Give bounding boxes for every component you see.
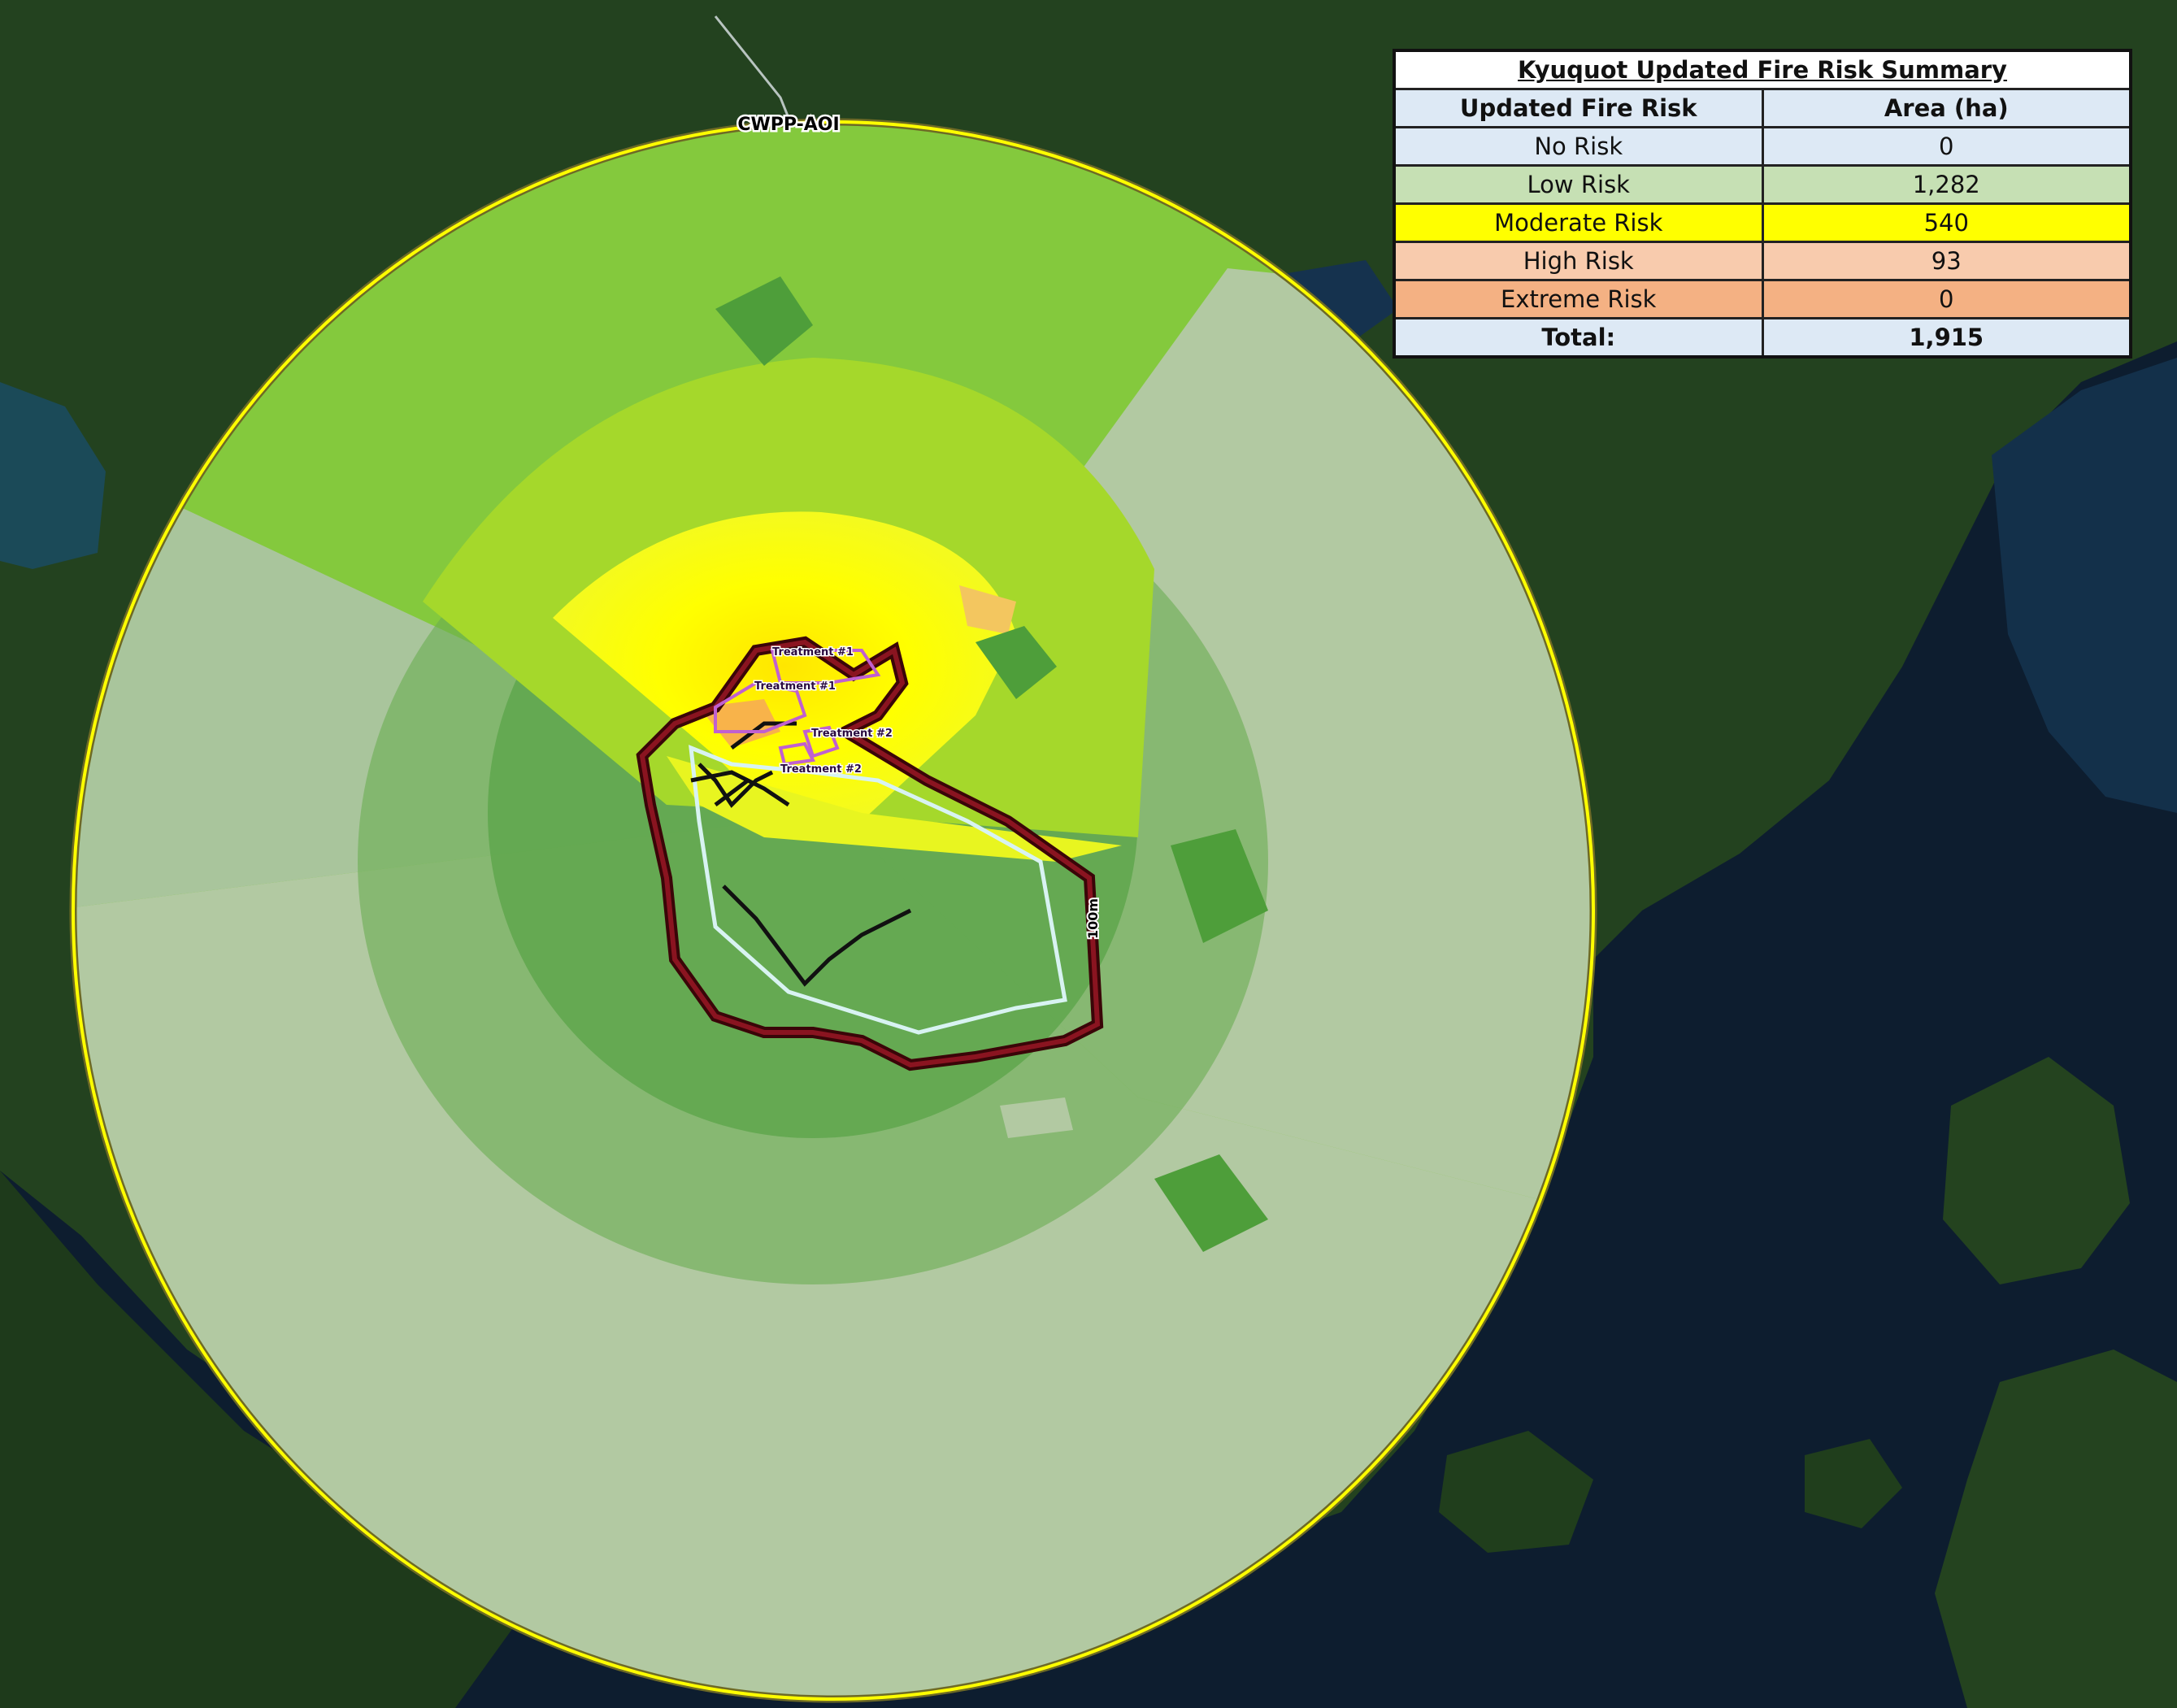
header-risk: Updated Fire Risk bbox=[1393, 88, 1764, 128]
moderate-risk-zone bbox=[553, 511, 1016, 821]
island-east bbox=[1943, 1057, 2130, 1284]
aoi-outline-inner bbox=[72, 120, 1595, 1701]
row-no-risk-label: No Risk bbox=[1393, 126, 1764, 167]
island-southeast bbox=[1935, 1349, 2177, 1708]
clearing-patch bbox=[1000, 1097, 1073, 1138]
row-low-risk-label: Low Risk bbox=[1393, 164, 1764, 205]
forest-patch-4 bbox=[1154, 1154, 1268, 1252]
table-row: High Risk 93 bbox=[1393, 241, 2132, 281]
treatment-unit-1a bbox=[770, 649, 881, 685]
row-moderate-risk-label: Moderate Risk bbox=[1393, 202, 1764, 243]
forest-patch-2 bbox=[976, 626, 1057, 699]
buffer-label: 100m bbox=[1085, 898, 1101, 939]
bay-west bbox=[0, 382, 106, 569]
aoi-label: CWPP-AOI bbox=[737, 115, 839, 135]
row-low-risk-area: 1,282 bbox=[1761, 164, 2132, 205]
table-row: Moderate Risk 540 bbox=[1393, 202, 2132, 243]
table-title: Kyuquot Updated Fire Risk Summary bbox=[1393, 49, 2132, 90]
row-no-risk-area: 0 bbox=[1761, 126, 2132, 167]
land-mass-southwest bbox=[0, 1171, 520, 1708]
treatment-unit-2a bbox=[802, 725, 840, 758]
buffer-100m-outline-inner bbox=[639, 639, 1101, 1068]
table-row: No Risk 0 bbox=[1393, 126, 2132, 167]
treatment-unit-2b bbox=[778, 741, 816, 767]
fire-risk-summary-table: Kyuquot Updated Fire Risk Summary Update… bbox=[1393, 49, 2132, 359]
moderate-risk-wedge-south bbox=[667, 756, 1122, 862]
island-south bbox=[1439, 1431, 1593, 1553]
treatment-unit-1b bbox=[714, 680, 807, 733]
table-row: Low Risk 1,282 bbox=[1393, 164, 2132, 205]
row-moderate-risk-area: 540 bbox=[1761, 202, 2132, 243]
table-row: Extreme Risk 0 bbox=[1393, 279, 2132, 319]
treatment-label-2b: Treatment #2 bbox=[780, 763, 862, 776]
total-label: Total: bbox=[1393, 317, 1764, 359]
community-road-1 bbox=[690, 721, 797, 808]
table-row-total: Total: 1,915 bbox=[1393, 317, 2132, 359]
forest-patch-1 bbox=[715, 276, 813, 366]
inlet-east bbox=[1992, 358, 2177, 813]
forest-patch-3 bbox=[1171, 829, 1268, 943]
treatment-label-1a: Treatment #1 bbox=[772, 646, 854, 658]
row-extreme-risk-area: 0 bbox=[1761, 279, 2132, 319]
row-extreme-risk-label: Extreme Risk bbox=[1393, 279, 1764, 319]
total-area: 1,915 bbox=[1761, 317, 2132, 359]
high-risk-patch bbox=[959, 585, 1016, 634]
row-high-risk-area: 93 bbox=[1761, 241, 2132, 281]
row-high-risk-label: High Risk bbox=[1393, 241, 1764, 281]
community-boundary bbox=[689, 745, 1067, 1035]
header-area: Area (ha) bbox=[1761, 88, 2132, 128]
treatment-label-1b: Treatment #1 bbox=[754, 680, 836, 693]
island-south-2 bbox=[1805, 1439, 1902, 1528]
treatment-label-2a: Treatment #2 bbox=[811, 728, 893, 740]
community-road-2 bbox=[722, 884, 912, 987]
